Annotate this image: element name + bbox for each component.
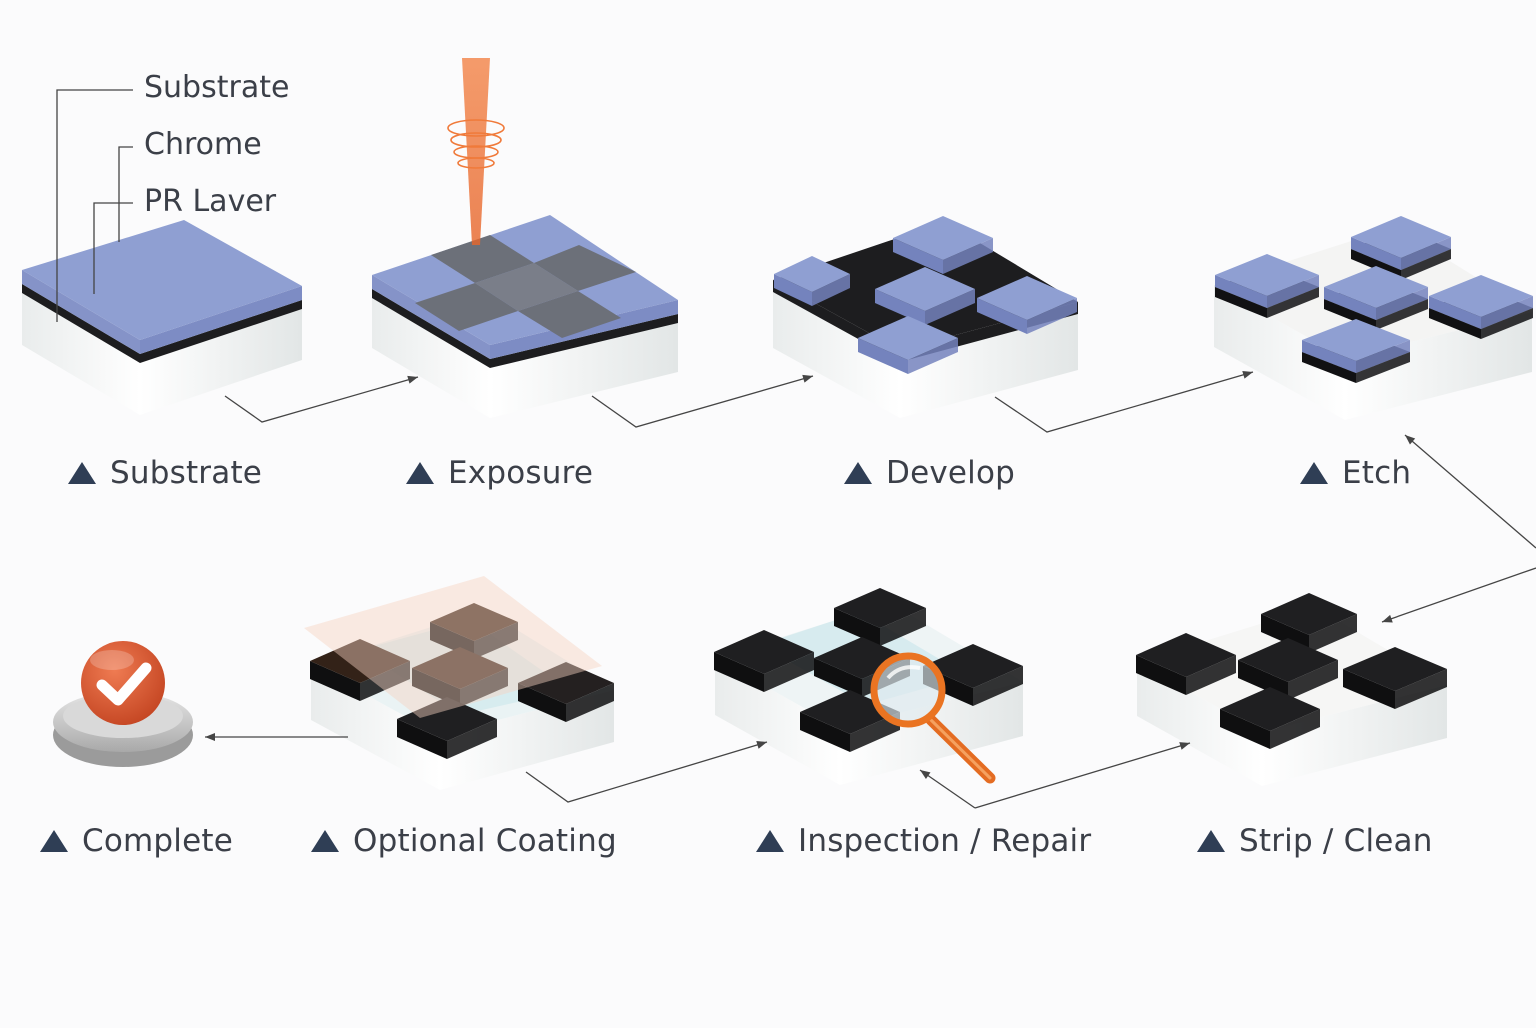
flow-connectors <box>205 370 1536 809</box>
layer-leader-lines <box>56 89 133 322</box>
chrome-pad <box>1220 687 1320 749</box>
triangle-icon <box>311 830 339 852</box>
etch-island-resist <box>1429 275 1533 329</box>
step-inspection-repair-label: Inspection / Repair <box>798 823 1092 859</box>
triangle-icon <box>1300 462 1328 484</box>
step-complete-label: Complete <box>82 823 233 859</box>
coated-pad <box>397 697 497 759</box>
etch-island <box>1351 216 1451 280</box>
step-optional-coating: Optional Coating <box>311 823 617 859</box>
label-pr-layer: PR Laver <box>144 184 277 219</box>
develop-pad <box>977 276 1077 334</box>
triangle-icon <box>1197 830 1225 852</box>
etch-island-resist <box>1351 216 1451 270</box>
chrome-pad <box>1261 593 1357 653</box>
flow-arrow <box>591 374 814 428</box>
triangle-icon <box>844 462 872 484</box>
triangle-icon <box>406 462 434 484</box>
flow-arrow <box>1381 567 1536 623</box>
checkmark-icon <box>53 641 193 767</box>
flow-arrow <box>1404 434 1536 549</box>
step-complete: Complete <box>40 823 233 859</box>
develop-pad <box>774 256 850 306</box>
label-chrome-layer: Chrome <box>144 127 262 162</box>
label-substrate-layer: Substrate <box>144 70 290 105</box>
block-exposure <box>372 215 678 418</box>
coated-pad <box>412 647 508 707</box>
coated-pad <box>518 662 614 722</box>
flow-arrow <box>525 741 768 803</box>
flow-arrow <box>919 769 976 809</box>
etch-island <box>1324 266 1428 330</box>
flow-arrow <box>205 733 348 741</box>
magnifier-icon <box>870 652 996 784</box>
triangle-icon <box>68 462 96 484</box>
chrome-pad <box>1136 633 1236 695</box>
step-etch: Etch <box>1300 455 1411 491</box>
etch-island-resist <box>1324 266 1428 320</box>
triangle-icon <box>756 830 784 852</box>
triangle-icon <box>40 830 68 852</box>
flow-arrow <box>994 370 1254 433</box>
step-strip-clean-label: Strip / Clean <box>1239 823 1433 859</box>
flow-arrow <box>974 742 1191 809</box>
etch-island <box>1302 319 1410 383</box>
step-develop-label: Develop <box>886 455 1016 491</box>
develop-pad <box>858 316 958 374</box>
step-substrate-label: Substrate <box>110 455 263 491</box>
chrome-pad <box>714 630 814 692</box>
chrome-pad <box>1343 647 1447 709</box>
etch-island-resist <box>1215 254 1319 308</box>
flow-arrow <box>224 375 419 423</box>
step-strip-clean: Strip / Clean <box>1197 823 1433 859</box>
step-develop: Develop <box>844 455 1015 491</box>
develop-pad <box>893 216 993 274</box>
step-optional-coating-label: Optional Coating <box>353 823 617 859</box>
laser-beam-icon <box>447 58 505 245</box>
pattern-pads <box>310 216 1533 759</box>
step-substrate: Substrate <box>68 455 262 491</box>
coating-film <box>304 576 602 718</box>
etch-island <box>1429 275 1533 339</box>
chrome-pad <box>834 588 926 646</box>
step-inspection-repair: Inspection / Repair <box>756 823 1091 859</box>
step-etch-label: Etch <box>1342 455 1412 491</box>
etch-island-resist <box>1302 319 1410 373</box>
coated-pad <box>310 639 410 701</box>
develop-pad <box>875 267 975 325</box>
block-substrate <box>22 220 302 415</box>
step-exposure: Exposure <box>406 455 593 491</box>
step-exposure-label: Exposure <box>448 455 594 491</box>
etch-island <box>1215 254 1319 318</box>
